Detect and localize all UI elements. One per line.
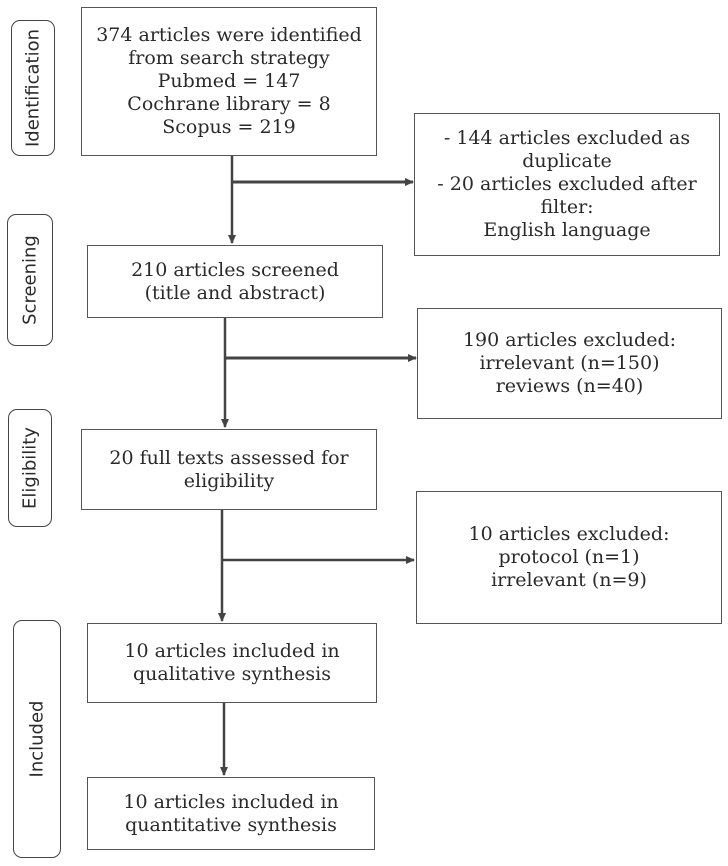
box-identified-articles: 374 articles were identified from search…: [81, 7, 377, 156]
box-quantitative-synthesis: 10 articles included in quantitative syn…: [87, 777, 375, 850]
box-line: protocol (n=1): [498, 546, 640, 568]
box-line: irrelevant (n=150): [479, 352, 660, 374]
stage-label-eligibility: Eligibility: [8, 409, 52, 527]
box-line: 210 articles screened: [131, 258, 339, 281]
box-line: 10 articles included in: [124, 640, 340, 662]
box-line: 10 articles included in: [123, 790, 339, 813]
box-line: - 20 articles excluded after: [437, 173, 697, 195]
box-full-texts-assessed: 20 full texts assessed for eligibility: [81, 429, 377, 510]
box-line: (title and abstract): [144, 281, 326, 304]
box-line: eligibility: [183, 469, 275, 492]
box-line: irrelevant (n=9): [491, 569, 647, 591]
box-line: - 144 articles excluded as: [443, 127, 691, 149]
box-line: quantitative synthesis: [125, 813, 337, 836]
box-line: 20 full texts assessed for: [109, 446, 349, 469]
box-line: qualitative synthesis: [133, 663, 331, 685]
box-excluded-duplicates: - 144 articles excluded as duplicate - 2…: [414, 113, 720, 256]
box-line: Cochrane library = 8: [127, 93, 331, 115]
box-excluded-eligibility: 10 articles excluded: protocol (n=1) irr…: [416, 491, 722, 624]
stage-label-identification: Identification: [11, 20, 55, 156]
box-line: Pubmed = 147: [157, 70, 301, 92]
box-line: 190 articles excluded:: [462, 329, 677, 351]
box-line: filter:: [540, 196, 594, 218]
box-excluded-screening: 190 articles excluded: irrelevant (n=150…: [417, 308, 722, 419]
box-articles-screened: 210 articles screened (title and abstrac…: [87, 245, 383, 318]
box-line: 374 articles were identified: [96, 24, 362, 46]
box-line: duplicate: [522, 150, 612, 172]
stage-label-included: Included: [13, 620, 61, 858]
stage-label-screening: Screening: [7, 214, 53, 346]
box-line: Scopus = 219: [162, 116, 296, 138]
box-line: 10 articles excluded:: [468, 523, 670, 545]
box-qualitative-synthesis: 10 articles included in qualitative synt…: [87, 623, 377, 703]
box-line: reviews (n=40): [495, 375, 644, 397]
box-line: English language: [483, 219, 651, 241]
box-line: from search strategy: [128, 47, 330, 69]
